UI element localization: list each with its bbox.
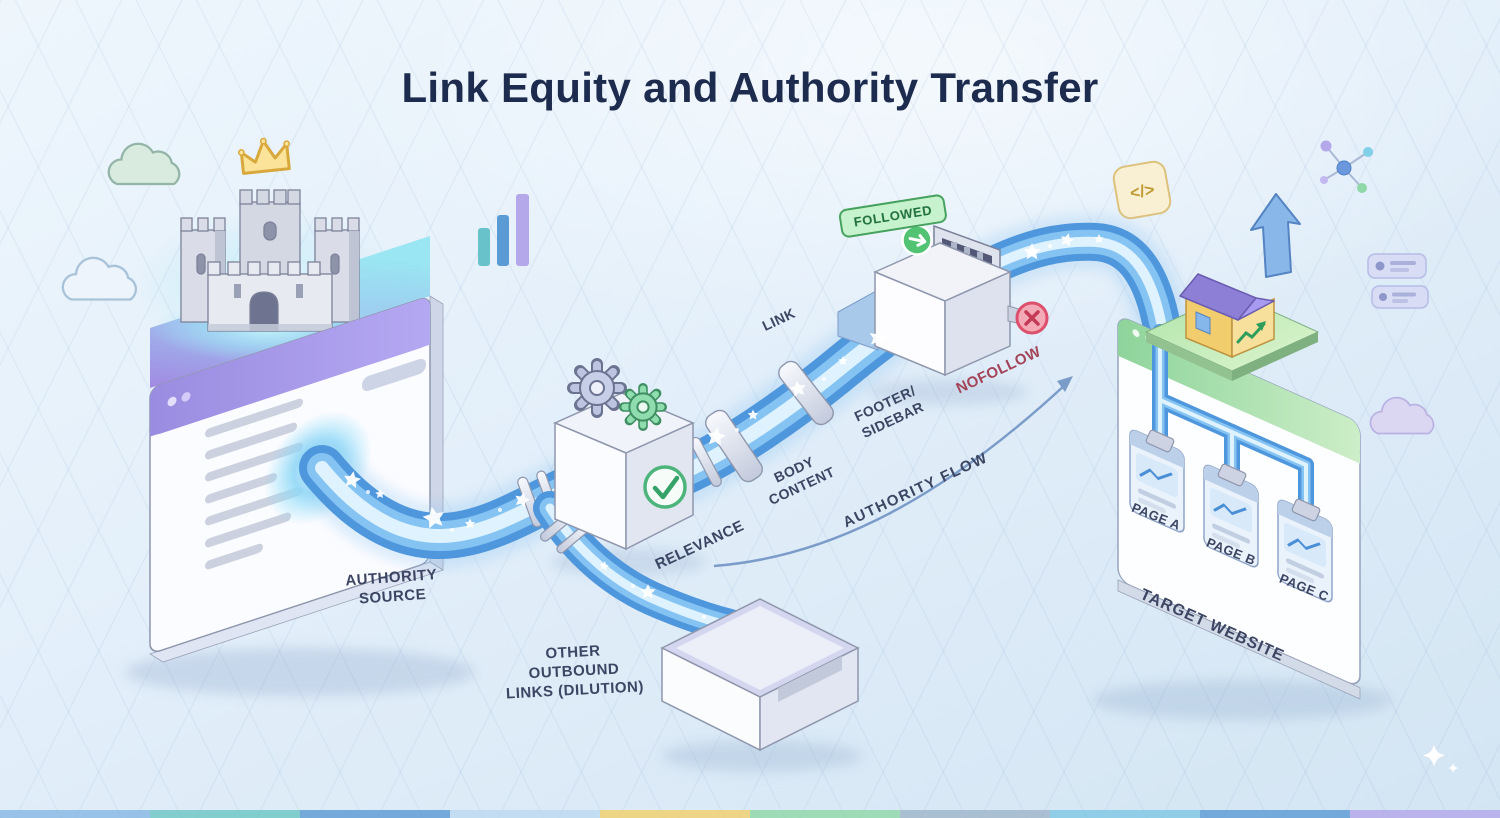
chart-line-icon xyxy=(1236,321,1266,344)
pipe-sparkles xyxy=(342,231,1104,619)
panel-edge xyxy=(1117,579,1361,700)
bar-chart-icon xyxy=(478,194,529,266)
server-chips-icon xyxy=(1367,253,1429,309)
target-page-cards xyxy=(1129,429,1333,603)
page-title: Link Equity and Authority Transfer xyxy=(401,64,1099,111)
strip-segment xyxy=(300,810,450,818)
crown-icon xyxy=(237,137,291,175)
molecule-icon xyxy=(1320,140,1373,193)
relevance-filter-box xyxy=(553,358,695,551)
castle-icon xyxy=(180,189,360,332)
browser-dot-icon xyxy=(167,396,177,407)
followed-gate-box xyxy=(837,224,1049,377)
address-bar xyxy=(362,358,426,392)
browser-front-face xyxy=(149,297,431,653)
strip-segment xyxy=(450,810,600,818)
cloud-icon xyxy=(61,256,138,301)
nofollow-block-icon xyxy=(1015,301,1049,335)
strip-segment xyxy=(1350,810,1500,818)
browser-dot-icon xyxy=(1132,329,1140,338)
page-card xyxy=(1277,499,1333,603)
cloud-icon xyxy=(1369,396,1435,435)
pipe-sockets xyxy=(1145,429,1321,522)
pipe-collar xyxy=(690,360,834,488)
link-pipe-junction-to-target xyxy=(961,214,1188,349)
code-icon: </> xyxy=(1112,160,1172,220)
cloud-icon xyxy=(107,142,181,186)
strip-segment xyxy=(1200,810,1350,818)
bottom-strip xyxy=(0,810,1500,818)
strip-segment xyxy=(150,810,300,818)
dilution-box xyxy=(660,598,860,752)
gear-icon xyxy=(567,358,627,418)
internal-distribution-pipes xyxy=(1152,324,1314,520)
gear-icon xyxy=(618,382,668,432)
label-other-outbound-links: OTHER OUTBOUND LINKS (DILUTION) xyxy=(505,642,645,702)
strip-segment xyxy=(600,810,750,818)
followed-arrow-icon xyxy=(901,224,933,256)
growth-arrow-icon xyxy=(1250,193,1301,278)
page-card xyxy=(1129,429,1185,533)
strip-segment xyxy=(750,810,900,818)
pipe-funnel xyxy=(837,289,879,351)
sparkle-icon xyxy=(1420,741,1460,775)
strip-segment xyxy=(0,810,150,818)
strip-segment xyxy=(1050,810,1200,818)
strip-segment xyxy=(900,810,1050,818)
authority-source-window xyxy=(136,137,444,663)
label-authority-source: AUTHORITY SOURCE xyxy=(344,566,438,608)
house-icon xyxy=(1179,273,1275,359)
link-pipe-relevance-to-junction xyxy=(652,298,922,504)
page-card xyxy=(1203,464,1259,568)
authority-flow-arrow-icon xyxy=(713,376,1073,568)
checkmark-icon xyxy=(643,465,687,509)
browser-dot-icon xyxy=(181,392,191,402)
code-glyph: </> xyxy=(1129,180,1157,203)
link-pipe-source-to-relevance xyxy=(290,436,598,568)
ground-shadows xyxy=(125,379,1392,772)
